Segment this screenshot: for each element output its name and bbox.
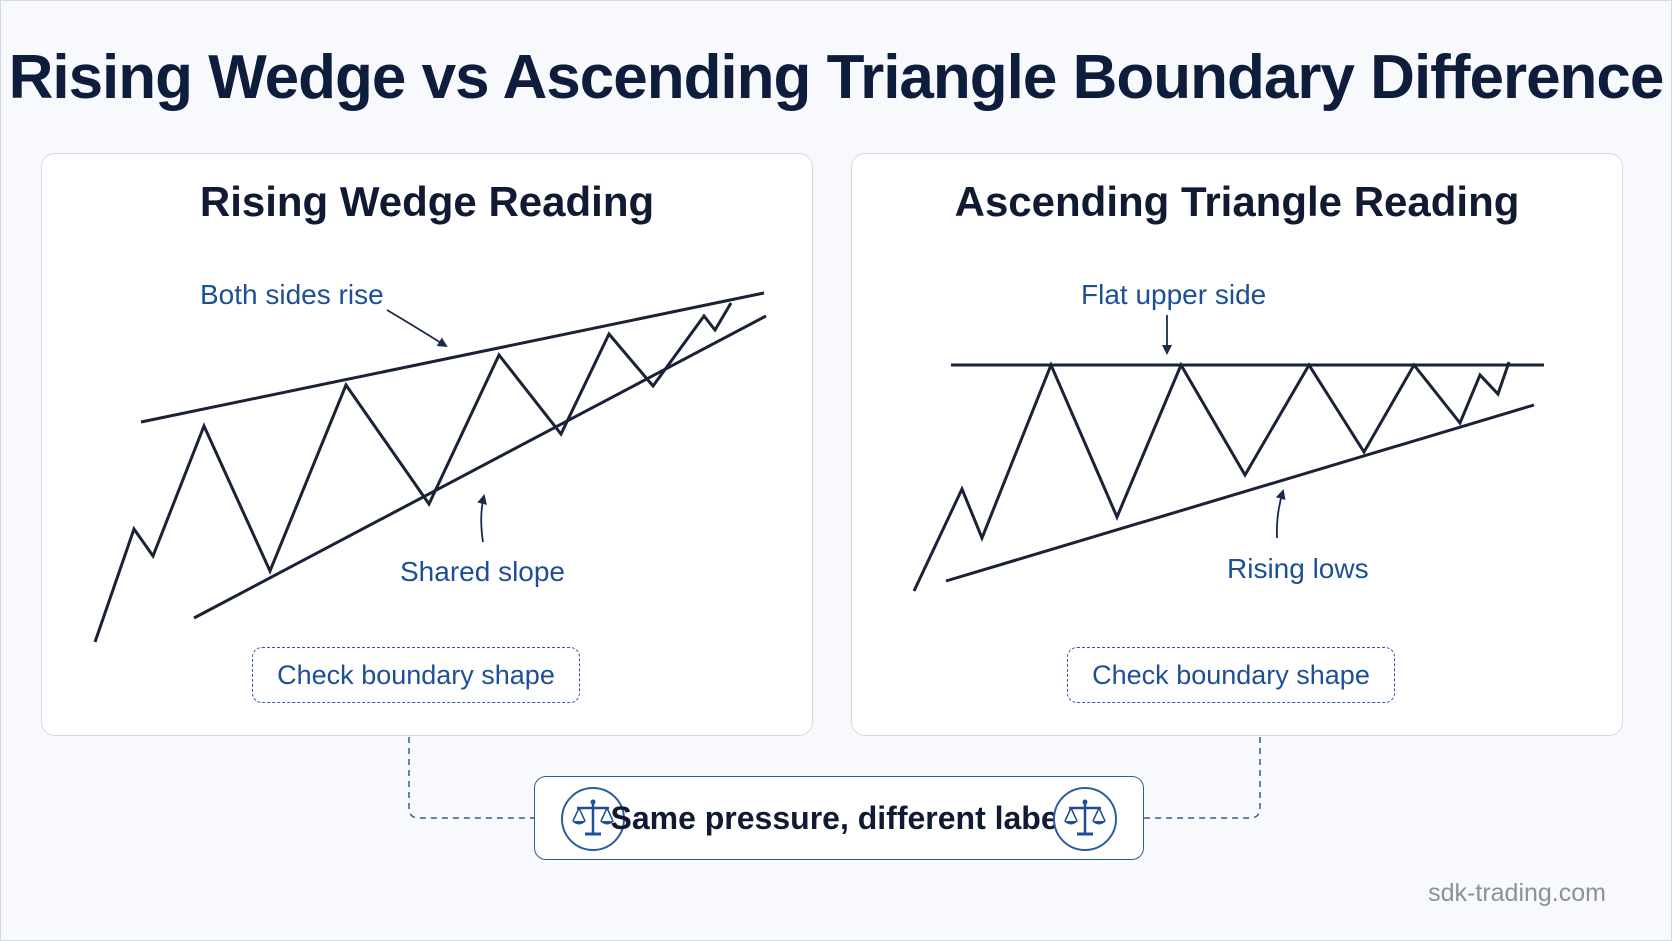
ascending-triangle-diagram (912, 315, 1544, 592)
watermark: sdk-trading.com (1428, 879, 1606, 907)
rising-lows-label-arrow (1275, 489, 1286, 539)
wedge-lower-boundary (193, 314, 767, 620)
rising-wedge-panel: Rising Wedge Reading Both sides rise Sha… (41, 153, 813, 736)
ascending-triangle-panel-title: Ascending Triangle Reading (954, 178, 1520, 225)
ascending-triangle-panel: Ascending Triangle Reading Flat upper si… (851, 153, 1623, 736)
rising-wedge-panel-title: Rising Wedge Reading (199, 178, 655, 225)
left-connector (408, 737, 534, 819)
wedge-upper-boundary (140, 291, 765, 424)
rising-lows-label: Rising lows (1227, 553, 1369, 584)
summary-text: Same pressure, different label (610, 799, 1068, 836)
triangle-rising-lower-boundary (945, 403, 1535, 583)
flat-upper-side-label: Flat upper side (1081, 279, 1267, 310)
balance-scale-icon (1053, 787, 1117, 851)
summary-pill: Same pressure, different label (534, 776, 1144, 860)
balance-scale-icon (561, 787, 625, 851)
shared-slope-label: Shared slope (400, 556, 566, 587)
lower-label-arrow (477, 494, 487, 543)
both-sides-rise-label: Both sides rise (200, 279, 384, 310)
rising-wedge-diagram (93, 291, 767, 643)
main-title: Rising Wedge vs Ascending Triangle Bound… (8, 43, 1665, 112)
triangle-price-path (912, 361, 1511, 592)
upper-label-arrow (386, 309, 448, 348)
wedge-price-path (93, 302, 733, 643)
right-connector (1144, 737, 1261, 819)
check-boundary-shape-box: Check boundary shape (252, 647, 580, 703)
check-boundary-shape-box: Check boundary shape (1067, 647, 1395, 703)
